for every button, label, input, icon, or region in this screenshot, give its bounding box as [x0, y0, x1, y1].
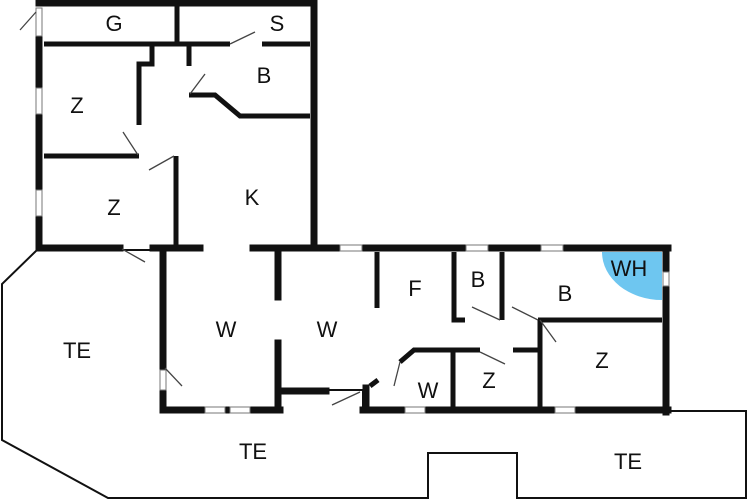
room-label-k: K: [245, 185, 260, 210]
room-label-wh: WH: [611, 256, 648, 281]
water-heater-zone: [602, 252, 662, 300]
room-label-te-bottom: TE: [239, 439, 267, 464]
doors: [19, 11, 557, 406]
walls: [35, 0, 672, 416]
room-label-b-small: B: [471, 267, 486, 292]
windows: [35, 7, 670, 414]
room-label-z-right: Z: [595, 348, 608, 373]
room-labels: G S B Z Z K W W F B B WH Z W Z TE TE TE: [63, 11, 647, 474]
room-label-w-small: W: [418, 378, 439, 403]
room-label-f: F: [408, 276, 421, 301]
room-label-te-right: TE: [614, 449, 642, 474]
room-label-z-small: Z: [482, 368, 495, 393]
room-label-b-top: B: [257, 63, 272, 88]
room-label-w-left: W: [216, 317, 237, 342]
room-label-b-big: B: [558, 281, 573, 306]
room-label-g: G: [105, 11, 122, 36]
room-label-w-mid: W: [317, 317, 338, 342]
room-label-s: S: [270, 11, 285, 36]
room-label-z-lower: Z: [107, 195, 120, 220]
room-label-z-upper: Z: [70, 93, 83, 118]
room-label-te-left: TE: [63, 338, 91, 363]
